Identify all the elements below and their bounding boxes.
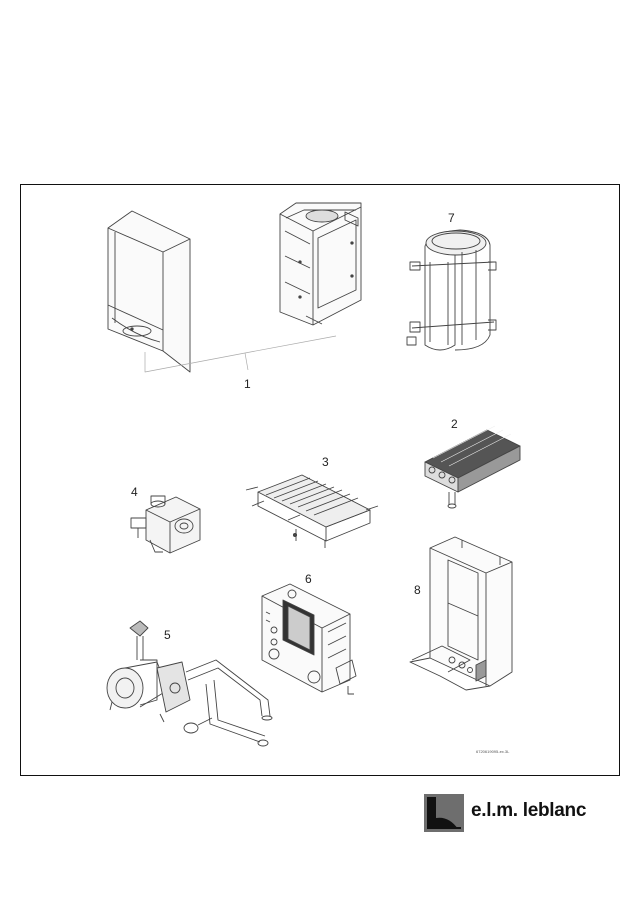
casing-frame-icon — [279, 202, 362, 326]
brand-name: e.l.m. leblanc — [471, 800, 587, 821]
figure-reference: 6720619095-ex.3L — [476, 749, 510, 754]
callout-6: 6 — [305, 572, 312, 586]
gas-valve-icon — [130, 495, 201, 554]
callout-3: 3 — [322, 455, 329, 469]
pump-hydraulic-block-icon — [106, 620, 273, 747]
callout-7: 7 — [448, 211, 455, 225]
callout-2: 2 — [451, 417, 458, 431]
control-unit-icon — [261, 583, 357, 695]
callout-1-lines — [144, 335, 337, 373]
casing-front-panel-icon — [107, 210, 191, 373]
heat-exchanger-icon — [424, 425, 521, 509]
exploded-view-frame — [20, 184, 620, 776]
brand-logo: e.l.m. leblanc — [424, 794, 604, 832]
callout-5: 5 — [164, 628, 171, 642]
callout-4: 4 — [131, 485, 138, 499]
callout-1: 1 — [244, 377, 251, 391]
burner-icon — [245, 474, 379, 548]
callout-8: 8 — [414, 583, 421, 597]
back-frame-icon — [409, 536, 513, 691]
expansion-vessel-icon — [406, 229, 497, 351]
elm-leblanc-logo-icon — [424, 794, 464, 832]
